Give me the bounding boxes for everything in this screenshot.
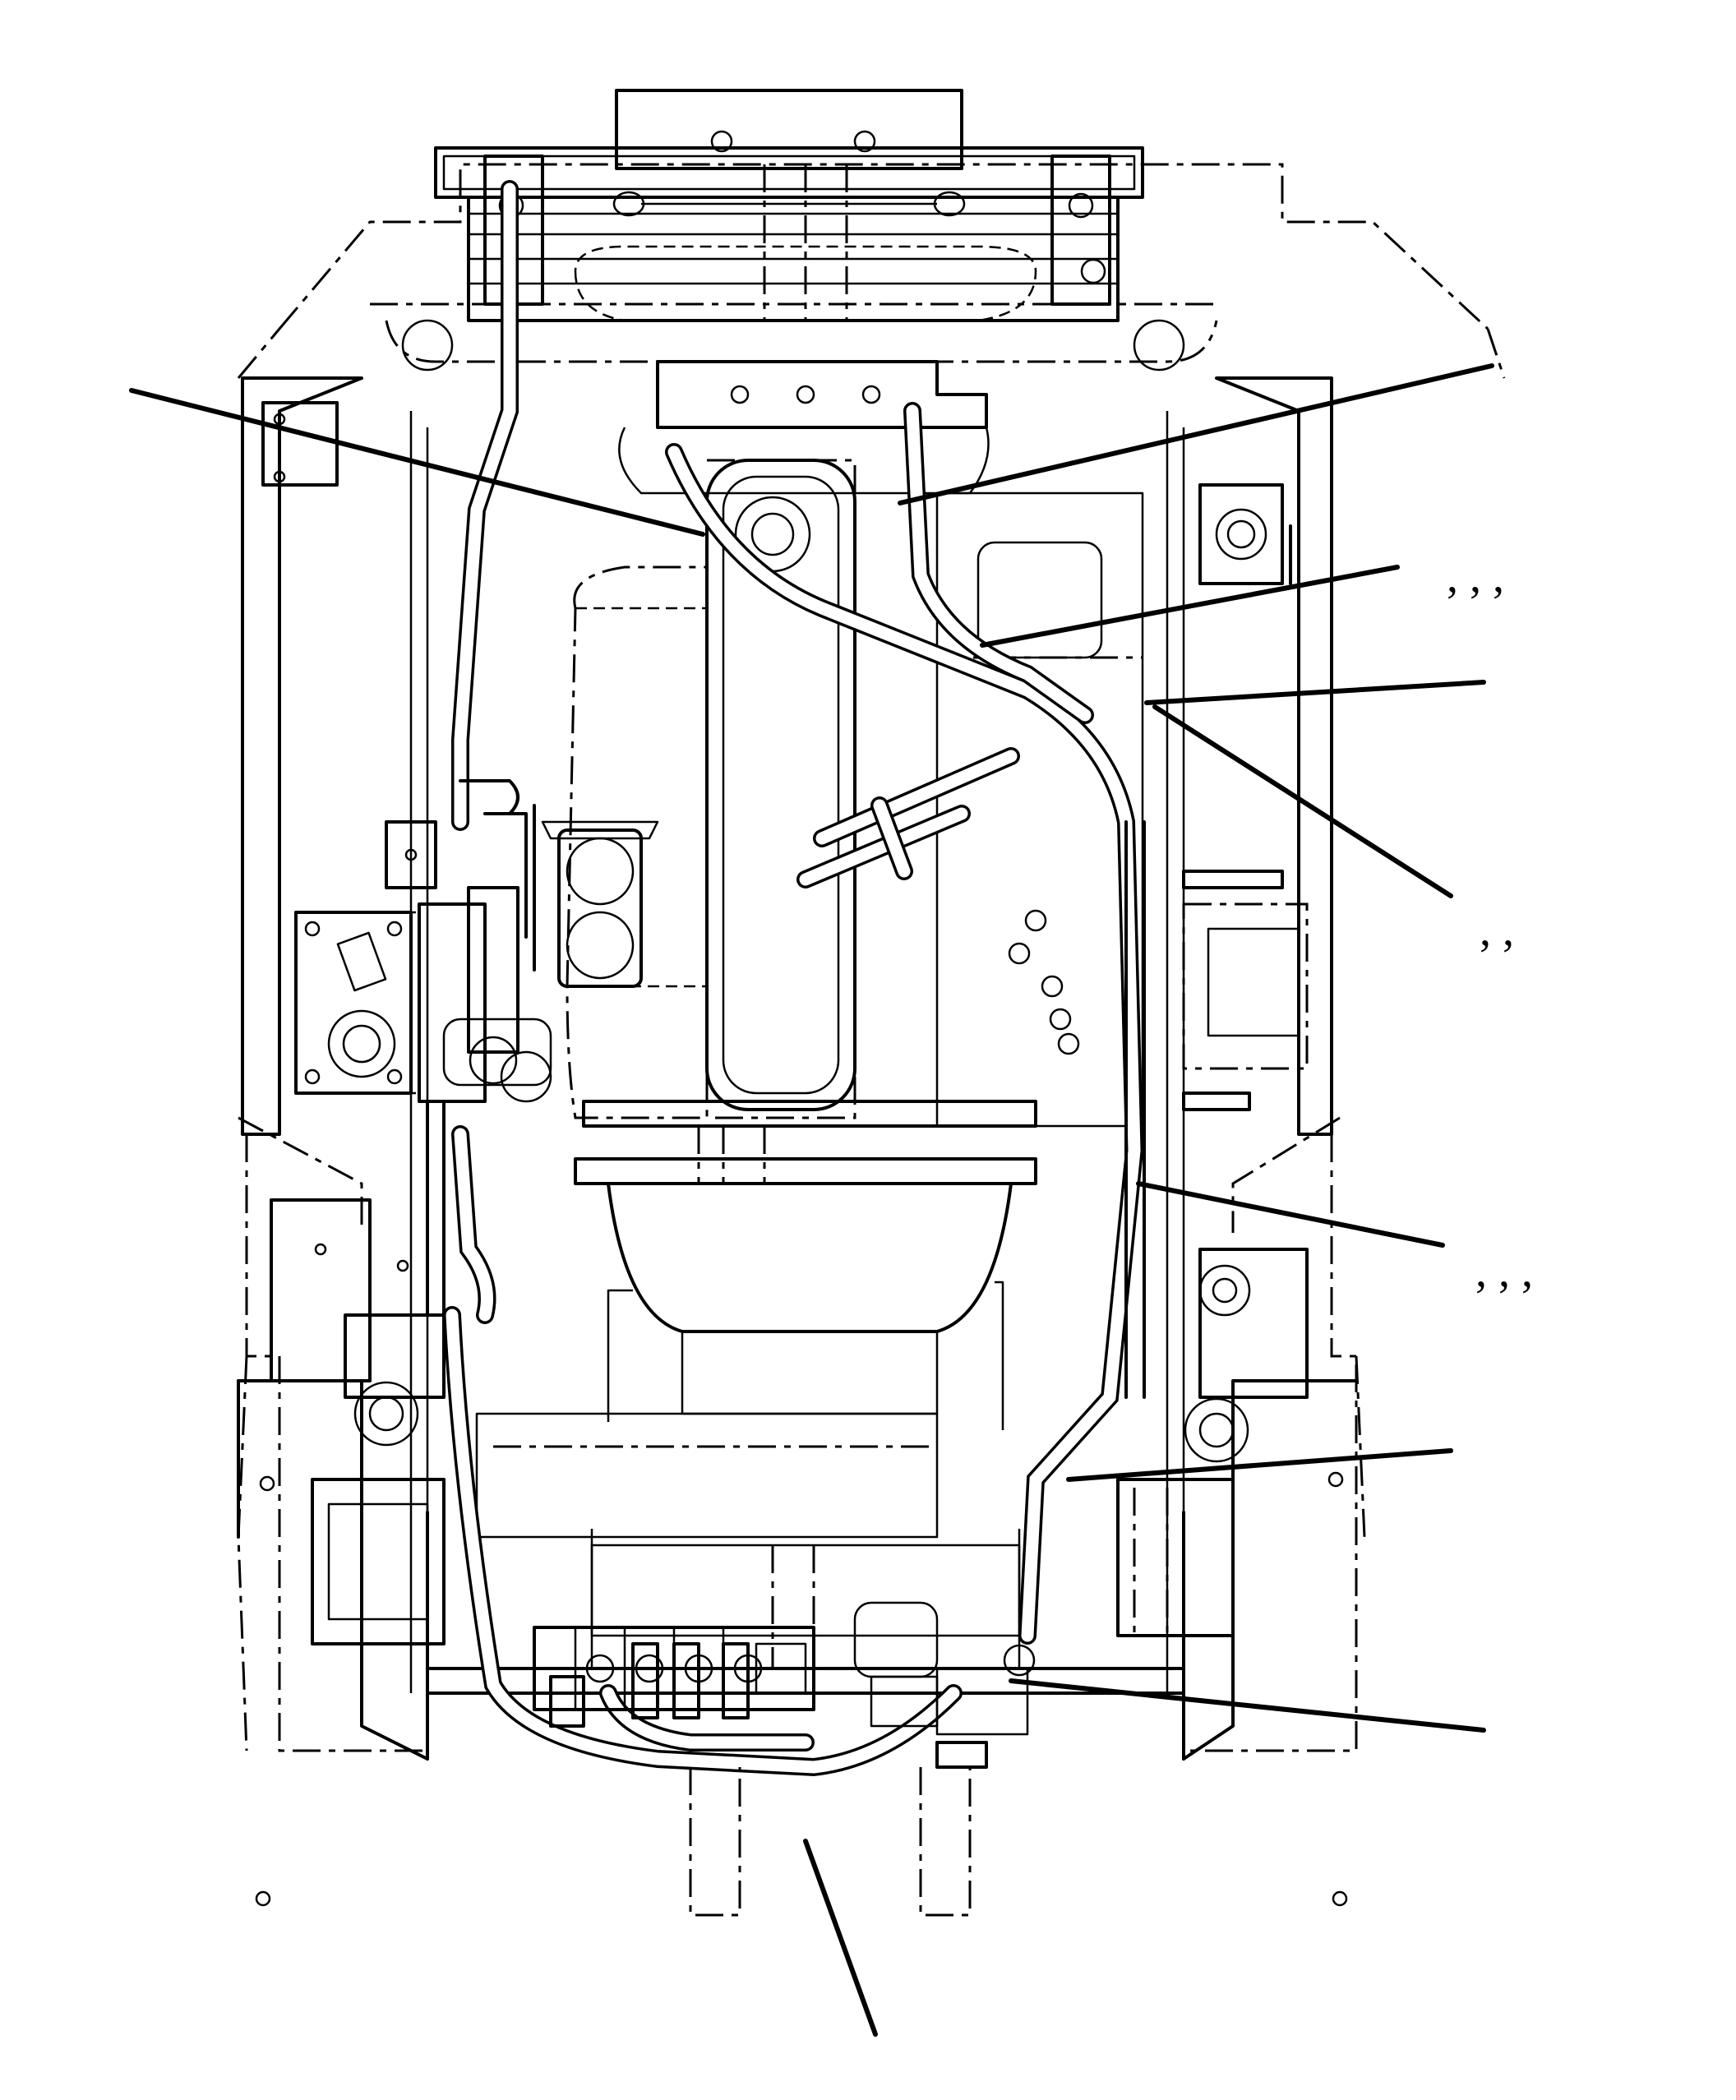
callout-label-c5: , , xyxy=(1480,905,1514,956)
engine-block xyxy=(475,360,1144,1695)
leader-line-9 xyxy=(803,1839,878,2037)
intake-tubes xyxy=(796,747,1020,888)
leader-lines xyxy=(129,363,1494,2037)
control-valve-bank xyxy=(533,1601,1036,1769)
leader-line-8 xyxy=(1009,1678,1486,1733)
callout-labels: , , , , , , , , xyxy=(1447,552,1533,1297)
bottom-legs xyxy=(255,1471,1348,1917)
leader-line-2 xyxy=(898,363,1494,505)
leader-line-7 xyxy=(1066,1448,1453,1482)
top-radiator-assembly xyxy=(370,89,1218,372)
leader-line-1 xyxy=(129,388,705,537)
callout-label-c3: , , , xyxy=(1447,552,1504,602)
left-valve-assembly xyxy=(294,779,552,1317)
leader-line-5 xyxy=(1152,704,1453,898)
right-side-plates xyxy=(261,401,1309,1645)
hydraulic-hoses xyxy=(443,180,1146,1777)
leader-line-3 xyxy=(980,565,1400,648)
leader-line-6 xyxy=(1136,1181,1445,1248)
callout-label-c6: , , , xyxy=(1475,1246,1533,1297)
leader-line-4 xyxy=(1144,680,1486,705)
